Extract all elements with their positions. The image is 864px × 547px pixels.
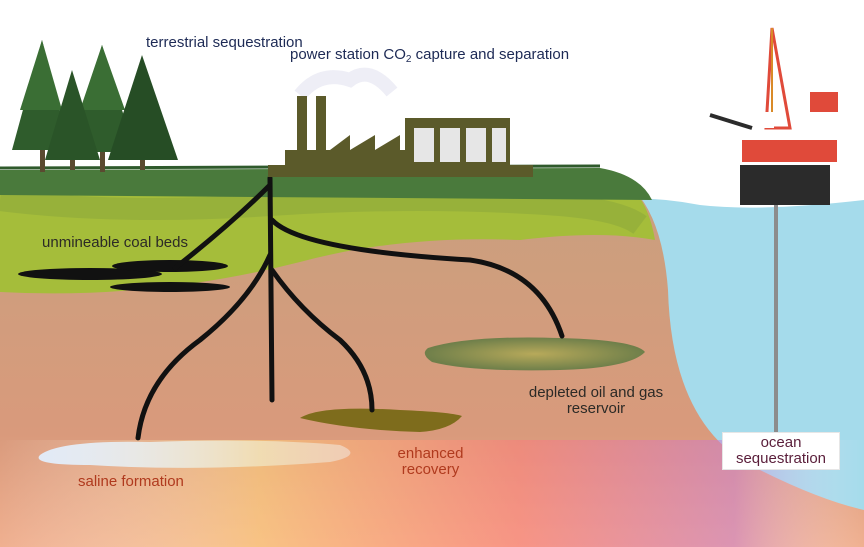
pipe-enhanced bbox=[269, 267, 375, 413]
pipe-depleted bbox=[269, 217, 565, 339]
glow-overlay bbox=[0, 440, 864, 547]
coal-label: unmineable coal beds bbox=[42, 234, 188, 251]
enhanced-recovery-shape bbox=[300, 408, 462, 432]
pipe-coal bbox=[172, 182, 273, 271]
coal-layer-band bbox=[0, 189, 647, 235]
terrestrial-label: terrestrial sequestration bbox=[146, 34, 303, 51]
pipes bbox=[135, 175, 565, 441]
coal-seam-1 bbox=[18, 268, 162, 280]
depleted-reservoir-shape bbox=[424, 337, 645, 371]
power-station-label: power station CO2 capture and separation bbox=[290, 46, 570, 65]
power-label-suffix: capture and separation bbox=[411, 46, 570, 63]
saline-label: saline formation bbox=[78, 473, 184, 490]
offshore-rig-icon bbox=[709, 27, 838, 448]
power-station-icon bbox=[268, 67, 533, 177]
coal-seam-3 bbox=[110, 282, 230, 292]
pipe-saline bbox=[135, 252, 273, 441]
ocean-label: ocean sequestration bbox=[722, 432, 840, 470]
enhanced-label: enhanced recovery bbox=[397, 445, 464, 478]
power-label-prefix: power station CO bbox=[290, 46, 406, 63]
depleted-label: depleted oil and gas reservoir bbox=[528, 384, 664, 417]
power-label-sub: 2 bbox=[405, 54, 412, 65]
trees-icon bbox=[12, 40, 178, 172]
coal-seam-2 bbox=[112, 260, 228, 272]
pipe-vertical bbox=[267, 175, 275, 403]
